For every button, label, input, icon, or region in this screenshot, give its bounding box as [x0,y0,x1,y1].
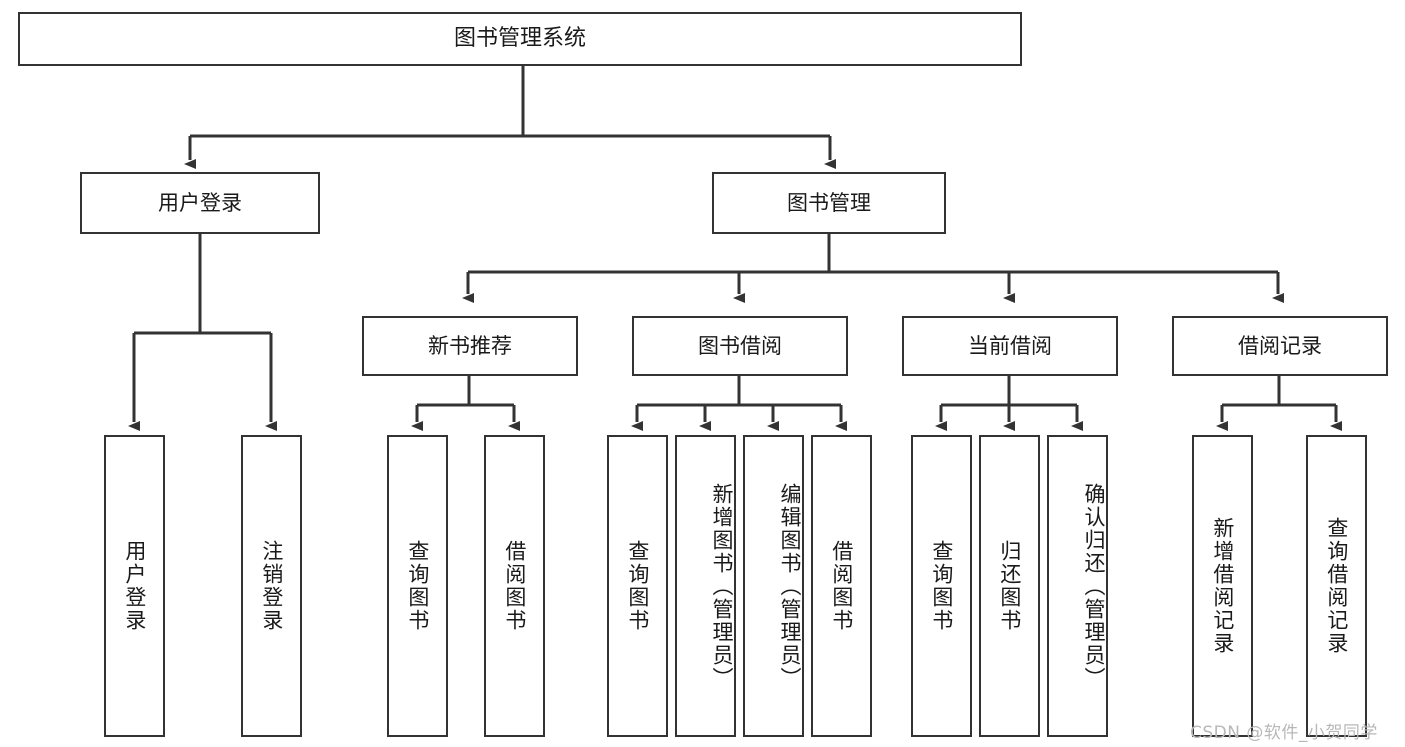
node-current-borrow[interactable]: 当前借阅 [902,316,1118,376]
node-current-borrow-label: 当前借阅 [968,333,1052,358]
leaf-book-borrow-2[interactable]: 编辑图书（管理员） [743,435,804,737]
node-book-management-label: 图书管理 [787,190,871,215]
csdn-watermark: CSDN @软件_小贺同学 [1190,723,1378,743]
node-book-management[interactable]: 图书管理 [712,172,946,234]
leaf-label: 借阅图书 [829,540,854,632]
node-root-book-management-system[interactable]: 图书管理系统 [18,12,1022,66]
leaf-label: 查询借阅记录 [1324,517,1349,655]
leaf-new-book-rec-0[interactable]: 查询图书 [387,435,448,737]
node-user-login-label: 用户登录 [158,190,242,215]
leaf-label: 查询图书 [929,540,954,632]
node-new-book-recommendation[interactable]: 新书推荐 [362,316,578,376]
leaf-user-login-0[interactable]: 用户登录 [104,435,165,737]
leaf-label: 确认归还（管理员） [1082,482,1106,690]
leaf-user-login-1[interactable]: 注销登录 [241,435,302,737]
leaf-label: 编辑图书（管理员） [778,482,802,690]
node-new-book-recommendation-label: 新书推荐 [428,333,512,358]
leaf-label: 查询图书 [625,540,650,632]
leaf-current-borrow-0[interactable]: 查询图书 [911,435,972,737]
leaf-book-borrow-3[interactable]: 借阅图书 [811,435,872,737]
leaf-label: 归还图书 [997,540,1022,632]
leaf-current-borrow-2[interactable]: 确认归还（管理员） [1047,435,1108,737]
node-borrow-record[interactable]: 借阅记录 [1172,316,1388,376]
node-user-login[interactable]: 用户登录 [80,172,320,234]
node-root-label: 图书管理系统 [453,26,586,52]
leaf-new-book-rec-1[interactable]: 借阅图书 [484,435,545,737]
node-borrow-record-label: 借阅记录 [1238,333,1322,358]
node-book-borrow-label: 图书借阅 [698,333,782,358]
node-book-borrow[interactable]: 图书借阅 [632,316,848,376]
leaf-book-borrow-0[interactable]: 查询图书 [607,435,668,737]
leaf-book-borrow-1[interactable]: 新增图书（管理员） [675,435,736,737]
leaf-borrow-record-0[interactable]: 新增借阅记录 [1192,435,1253,737]
leaf-label: 查询图书 [405,540,430,632]
leaf-label: 新增借阅记录 [1210,517,1235,655]
leaf-label: 注销登录 [259,540,284,632]
leaf-label: 新增图书（管理员） [710,482,734,690]
leaf-current-borrow-1[interactable]: 归还图书 [979,435,1040,737]
leaf-borrow-record-1[interactable]: 查询借阅记录 [1306,435,1367,737]
leaf-label: 借阅图书 [502,540,527,632]
leaf-label: 用户登录 [122,540,147,632]
